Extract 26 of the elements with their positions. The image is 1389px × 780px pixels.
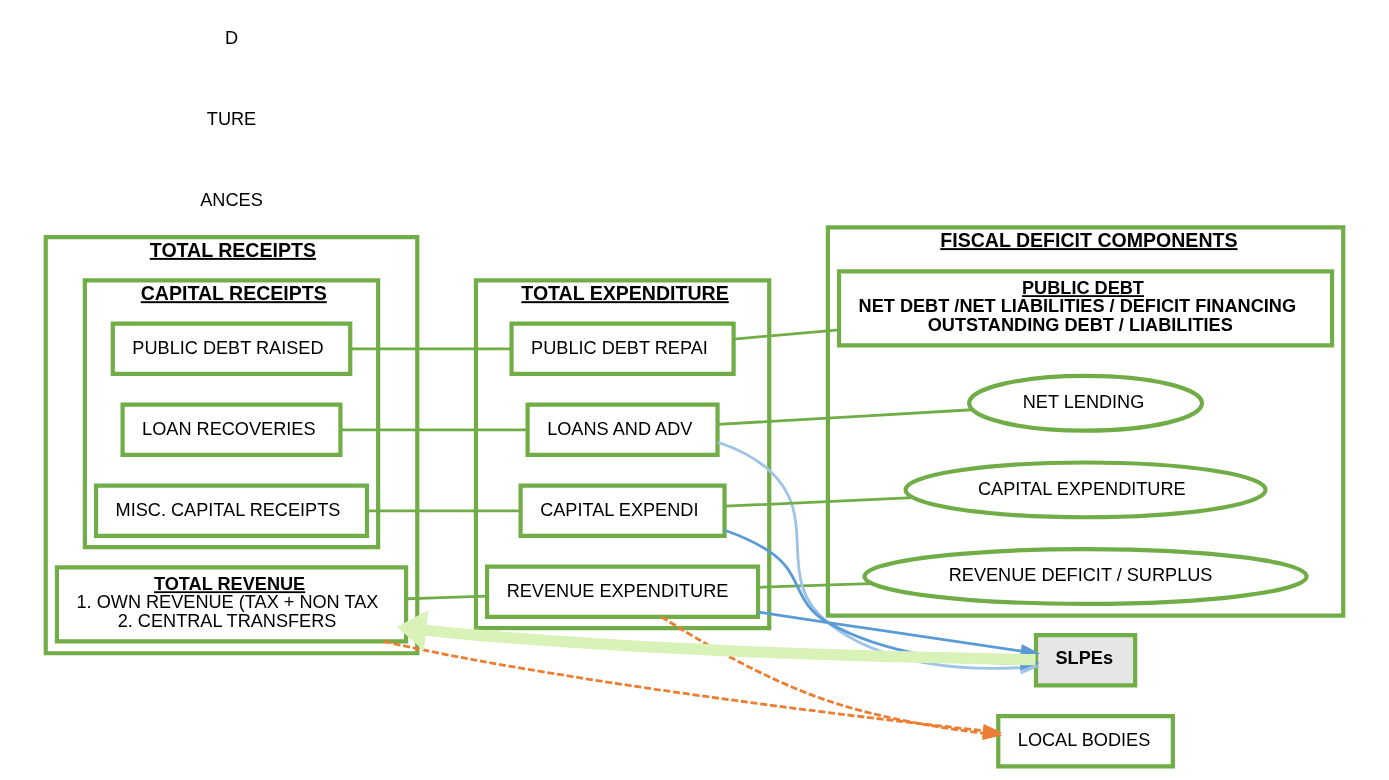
- connector: [350, 347, 512, 351]
- node-box: SLPEs: [1033, 633, 1138, 688]
- node-box: PUBLIC DEBT REPAI: [509, 321, 736, 377]
- label: ANCES: [200, 189, 263, 210]
- node-box: MISC. CAPITAL RECEIPTS: [93, 483, 370, 539]
- connector: [406, 594, 487, 601]
- label: TURE: [206, 108, 257, 129]
- node-box: TOTAL REVENUE 1. OWN REVENUE (TAX + NON TAX 2. CENTRAL TRANSFERS: [54, 565, 409, 644]
- node-box: LOAN RECOVERIES: [120, 402, 343, 458]
- node-box: PUBLIC DEBT RAISED: [110, 321, 353, 377]
- connector: [724, 496, 913, 508]
- node-box: LOANS AND ADV: [525, 402, 720, 458]
- node-box: LOCAL BODIES: [996, 714, 1175, 769]
- connector: [733, 328, 840, 341]
- node-box: PUBLIC DEBT NET DEBT /NET LIABILITIES / DEFICIT FINANCING OUTSTANDING DEBT / LIABILITIES: [836, 269, 1335, 348]
- node-ellipse: NET LENDING: [967, 373, 1205, 433]
- node-box: REVENUE EXPENDITURE: [485, 564, 761, 620]
- connector: [717, 408, 972, 426]
- arrow: [396, 609, 1036, 666]
- label: D: [224, 27, 239, 48]
- node-box: CAPITAL EXPENDI: [518, 483, 727, 539]
- connector: [340, 428, 528, 432]
- node-ellipse: CAPITAL EXPENDITURE: [903, 460, 1268, 520]
- connector: [758, 582, 872, 589]
- node-ellipse: REVENUE DEFICIT / SURPLUS: [862, 547, 1309, 606]
- connector: [367, 509, 521, 513]
